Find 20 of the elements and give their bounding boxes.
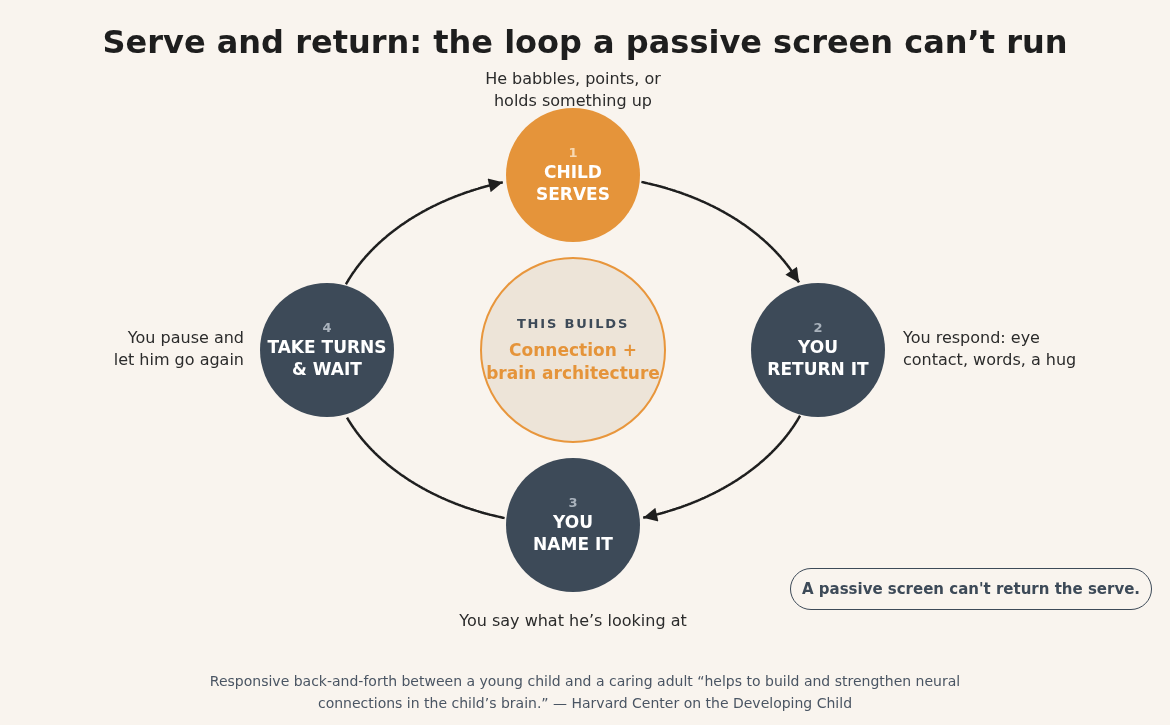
step-number: 1 [568,145,578,161]
step-title: YOU NAME IT [532,511,614,555]
arrow [641,180,801,284]
center-text: Connection + brain architecture [485,339,661,385]
diagram-title: Serve and return: the loop a passive screen can’t run [101,22,1069,62]
step-description: He babbles, points, or holds something up [484,68,662,112]
caption: Responsive back-and-forth between a young child and a caring adult “helps to build and strengthen neural connections in the child’s brain.” — Harvard Center on the Developing Child [208,672,962,713]
step-title: CHILD SERVES [535,161,611,205]
step-title: TAKE TURNS & WAIT [266,336,388,380]
arrow [642,415,802,522]
step-title: YOU RETURN IT [766,336,870,380]
center-heading: THIS BUILDS [516,315,630,333]
step-description: You pause and let him go again [112,327,244,371]
step-description: You say what he’s looking at [458,610,688,632]
step-number: 3 [568,495,578,511]
step-number: 4 [322,320,332,336]
arrow [344,178,504,285]
step-number: 2 [813,320,823,336]
step-description: You respond: eye contact, words, a hug [903,327,1078,371]
callout-text: A passive screen can't return the serve. [801,578,1141,600]
